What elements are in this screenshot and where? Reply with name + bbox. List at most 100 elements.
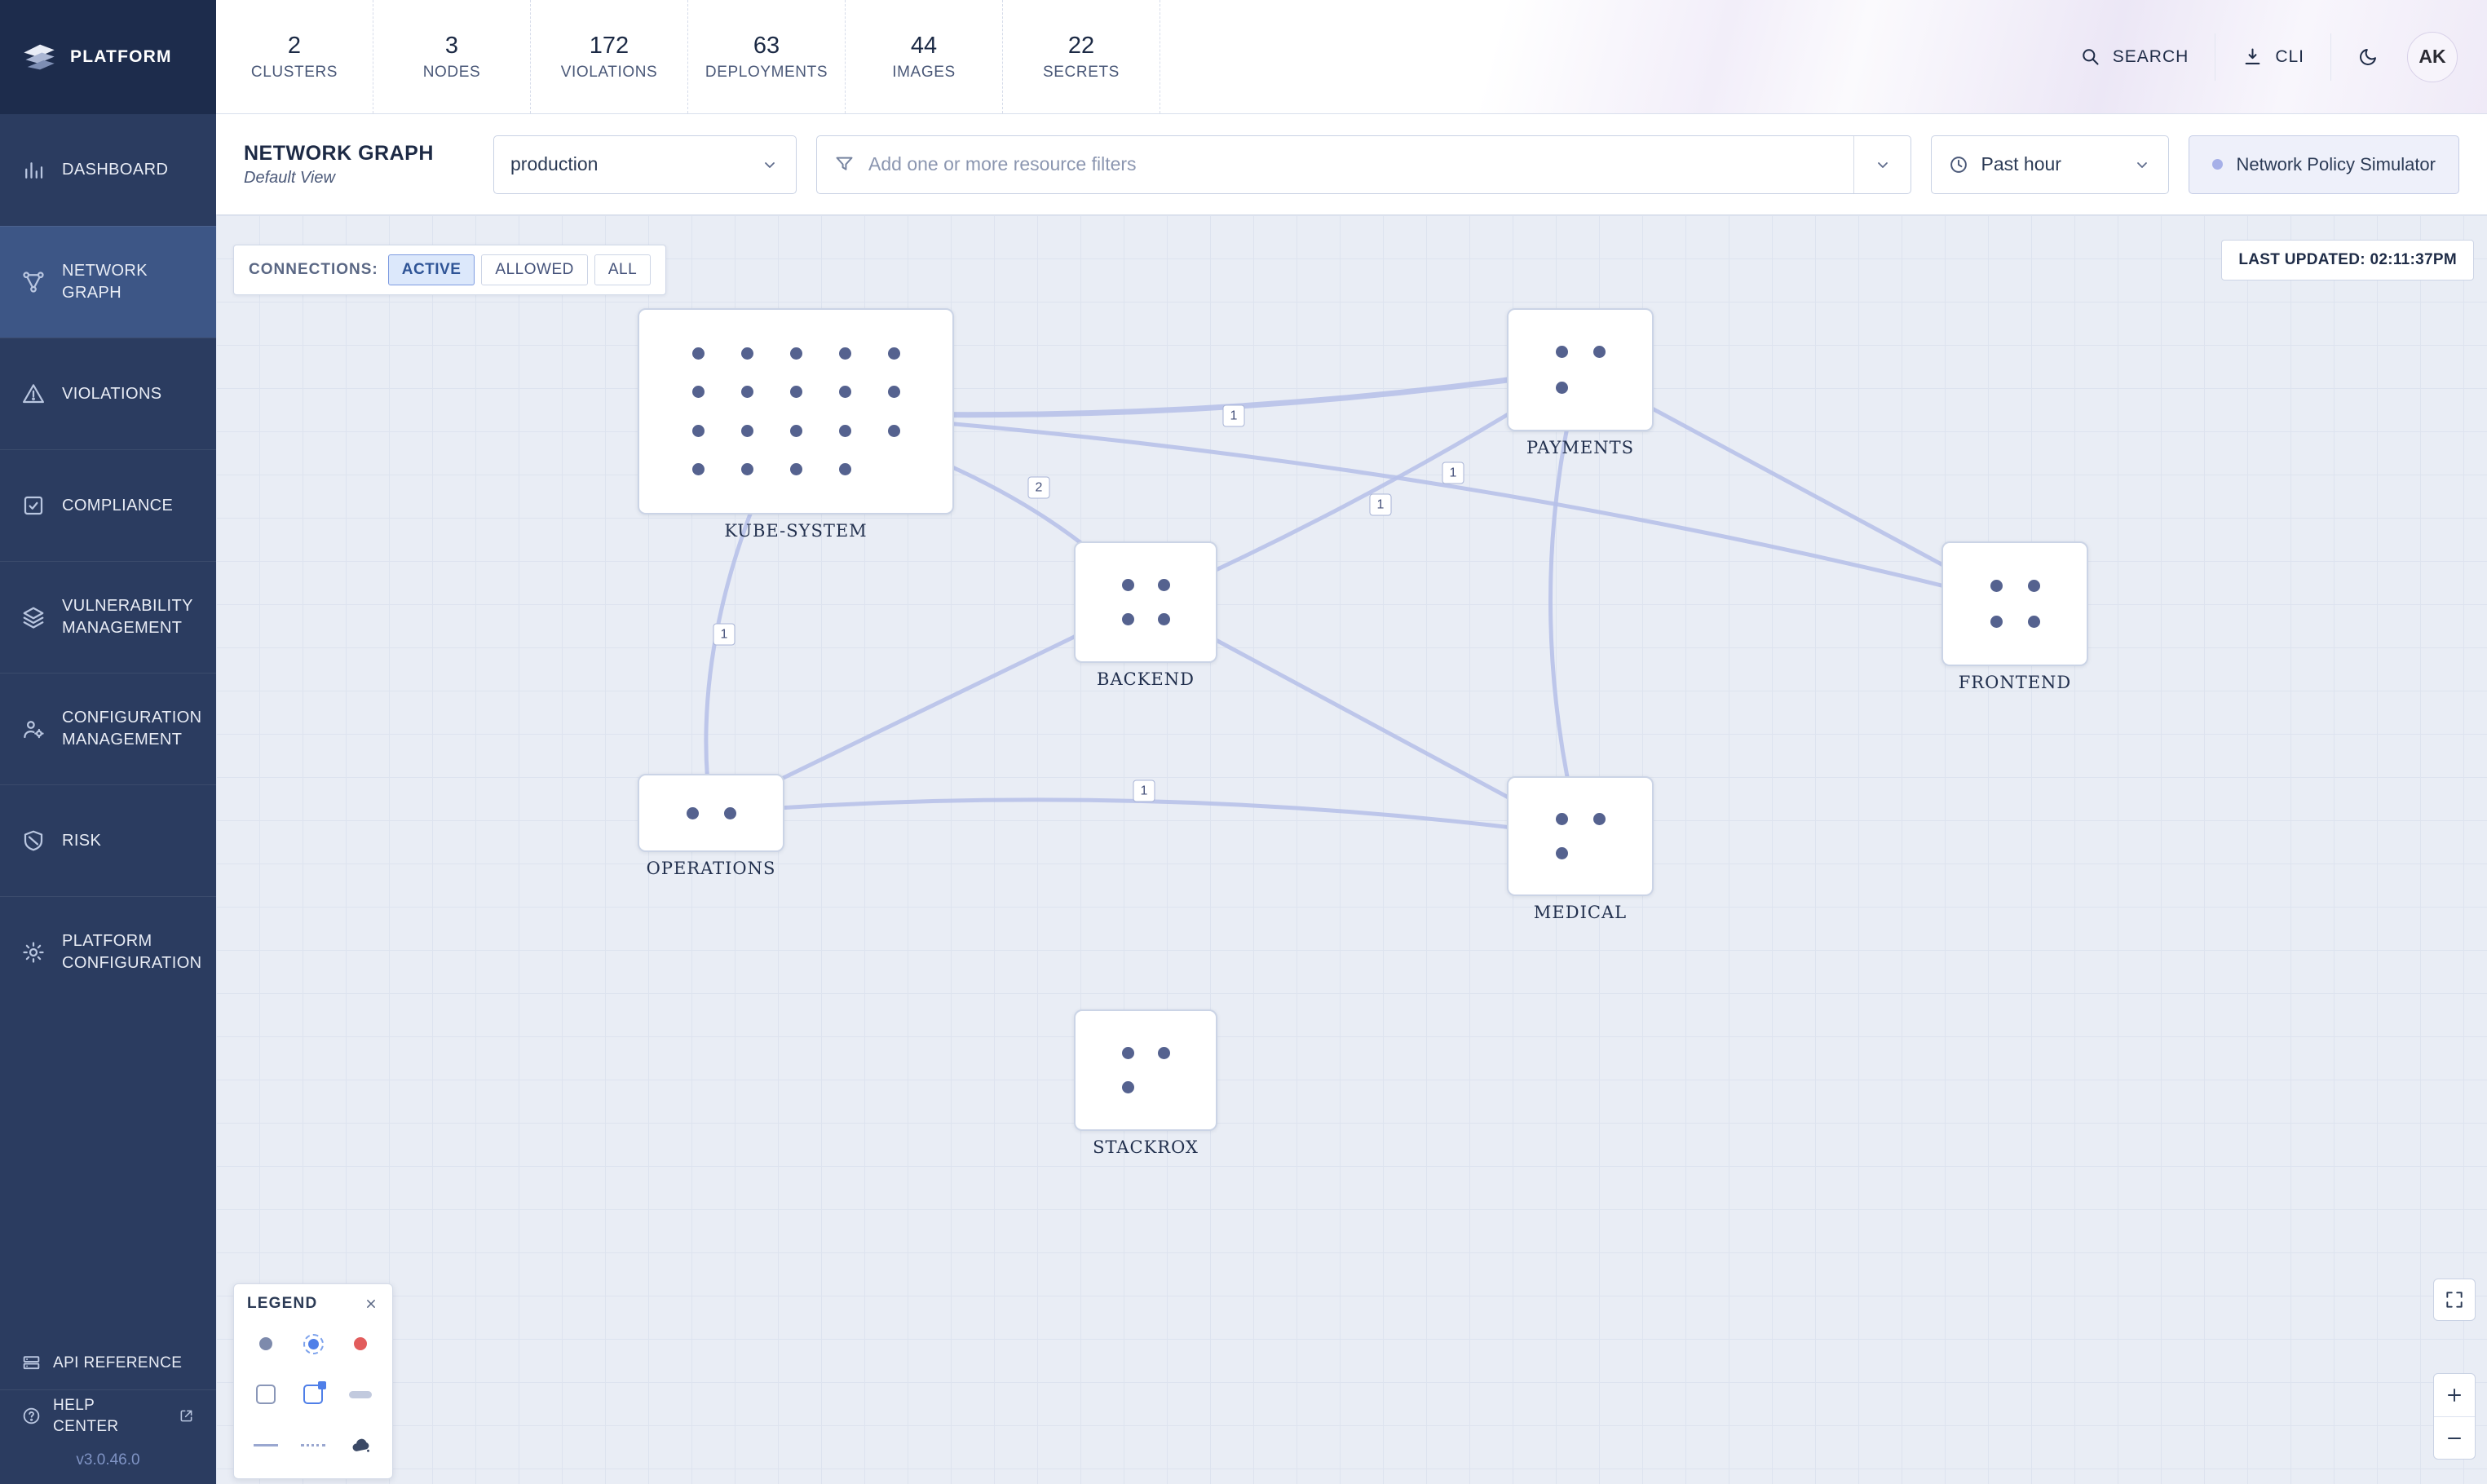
user-avatar[interactable]: AK (2407, 31, 2458, 82)
edge-label-kube-system-operations[interactable]: 1 (713, 623, 735, 646)
edge-label-kube-system-backend[interactable]: 2 (1027, 476, 1050, 499)
edge-kube-system-frontend[interactable] (795, 409, 2016, 606)
deployment-dot[interactable] (789, 424, 802, 437)
deployment-dot[interactable] (838, 347, 851, 360)
deployment-dot[interactable] (1555, 346, 1568, 359)
namespace-node-frontend[interactable]: FRONTEND (1941, 541, 2088, 692)
deployment-dot[interactable] (740, 462, 753, 475)
connections-mode-active[interactable]: ACTIVE (387, 254, 475, 285)
deployment-dot[interactable] (2027, 579, 2040, 592)
deployment-dot[interactable] (740, 386, 753, 399)
deployment-dot[interactable] (1121, 1046, 1134, 1059)
namespace-node-kube-system[interactable]: KUBE-SYSTEM (638, 308, 954, 541)
connections-mode-allowed[interactable]: ALLOWED (481, 254, 588, 285)
edge-label-kube-system-payments[interactable]: 1 (1222, 404, 1245, 427)
deployment-dot[interactable] (1555, 813, 1568, 826)
theme-toggle-button[interactable] (2357, 46, 2379, 68)
deployment-dot[interactable] (691, 386, 705, 399)
sidebar-item-compliance[interactable]: COMPLIANCE (0, 449, 216, 561)
deployment-dot[interactable] (740, 424, 753, 437)
deployment-dot[interactable] (686, 806, 699, 819)
sidebar-item-api-reference[interactable]: API REFERENCE (0, 1337, 216, 1389)
namespace-box[interactable] (1941, 541, 2088, 666)
sidebar-item-help-center[interactable]: HELP CENTER (0, 1389, 216, 1442)
legend-close-button[interactable] (363, 1296, 379, 1312)
deployment-dot[interactable] (1157, 1046, 1170, 1059)
deployment-dot[interactable] (838, 424, 851, 437)
sidebar-item-vulnerability-management[interactable]: VULNERABILITY MANAGEMENT (0, 561, 216, 673)
namespace-box[interactable] (1507, 776, 1654, 896)
namespace-node-medical[interactable]: MEDICAL (1507, 776, 1654, 922)
deployment-dot[interactable] (723, 806, 736, 819)
deployment-dot[interactable] (691, 462, 705, 475)
namespace-box[interactable] (1074, 541, 1217, 663)
deployment-dot[interactable] (789, 347, 802, 360)
connections-label: CONNECTIONS: (249, 261, 378, 278)
sidebar-item-risk[interactable]: RISK (0, 784, 216, 896)
namespace-box[interactable] (638, 308, 954, 515)
deployment-dot[interactable] (887, 386, 900, 399)
deployment-dot[interactable] (691, 424, 705, 437)
zoom-in-button[interactable] (2434, 1374, 2475, 1416)
deployment-dot[interactable] (789, 462, 802, 475)
resource-filter-input[interactable]: Add one or more resource filters (816, 135, 1912, 194)
network-graph-canvas[interactable]: KUBE-SYSTEM PAYMENTS BACKEND FRONTEND OPERAT… (216, 215, 2487, 1484)
sidebar-item-platform-configuration[interactable]: PLATFORM CONFIGURATION (0, 896, 216, 1008)
deployment-dot[interactable] (887, 347, 900, 360)
edge-operations-medical[interactable] (710, 797, 1581, 838)
deployment-dot[interactable] (838, 462, 851, 475)
namespace-node-stackrox[interactable]: STACKROX (1074, 1009, 1217, 1157)
deployment-dot[interactable] (1555, 846, 1568, 859)
deployment-dot[interactable] (789, 386, 802, 399)
namespace-box[interactable] (1074, 1009, 1217, 1131)
connections-mode-all[interactable]: ALL (594, 254, 652, 285)
sidebar-item-network-graph[interactable]: NETWORK GRAPH (0, 226, 216, 338)
namespace-node-payments[interactable]: PAYMENTS (1507, 308, 1654, 457)
edge-label-operations-medical[interactable]: 1 (1133, 780, 1155, 802)
search-button[interactable]: SEARCH (2079, 46, 2189, 68)
stat-label: DEPLOYMENTS (705, 63, 828, 81)
namespace-box[interactable] (1507, 308, 1654, 431)
deployment-dot[interactable] (2027, 616, 2040, 629)
brand[interactable]: PLATFORM (0, 0, 216, 114)
deployment-dot[interactable] (740, 347, 753, 360)
fullscreen-button[interactable] (2433, 1279, 2476, 1321)
filter-dropdown-toggle[interactable] (1853, 135, 1911, 193)
namespace-node-backend[interactable]: BACKEND (1074, 541, 1217, 689)
namespace-node-operations[interactable]: OPERATIONS (638, 774, 784, 878)
cluster-select[interactable]: production (493, 135, 797, 194)
network-policy-simulator-button[interactable]: Network Policy Simulator (2189, 135, 2459, 194)
deployment-dot[interactable] (1121, 578, 1134, 591)
edge-medical-payments[interactable] (1548, 369, 1583, 837)
namespace-box[interactable] (638, 774, 784, 852)
deployment-dot[interactable] (1121, 613, 1134, 626)
edge-label-backend-payments[interactable]: 1 (1369, 493, 1392, 516)
deployment-dot[interactable] (1990, 579, 2003, 592)
cli-button[interactable]: CLI (2242, 46, 2304, 68)
deployment-dot[interactable] (1157, 613, 1170, 626)
sidebar-item-configuration-management[interactable]: CONFIGURATION MANAGEMENT (0, 673, 216, 784)
deployment-dot[interactable] (1121, 1081, 1134, 1094)
time-range-select[interactable]: Past hour (1931, 135, 2170, 194)
sidebar-item-violations[interactable]: VIOLATIONS (0, 338, 216, 449)
deployment-dot[interactable] (838, 386, 851, 399)
deployment-dot[interactable] (1592, 813, 1606, 826)
legend-item-allowed-connection-line (301, 1426, 325, 1464)
edge-label-kube-system-frontend[interactable]: 1 (1442, 462, 1464, 484)
deployment-dot[interactable] (1157, 578, 1170, 591)
deployment-dot[interactable] (887, 424, 900, 437)
stat-value: 44 (910, 32, 938, 59)
page-title: NETWORK GRAPH (244, 141, 434, 165)
sidebar-item-dashboard[interactable]: DASHBOARD (0, 114, 216, 226)
zoom-out-button[interactable] (2434, 1416, 2475, 1459)
deployment-dot[interactable] (1592, 346, 1606, 359)
deployment-dot[interactable] (1555, 381, 1568, 394)
deployment-dot[interactable] (1990, 616, 2003, 629)
deployment-dot[interactable] (691, 347, 705, 360)
